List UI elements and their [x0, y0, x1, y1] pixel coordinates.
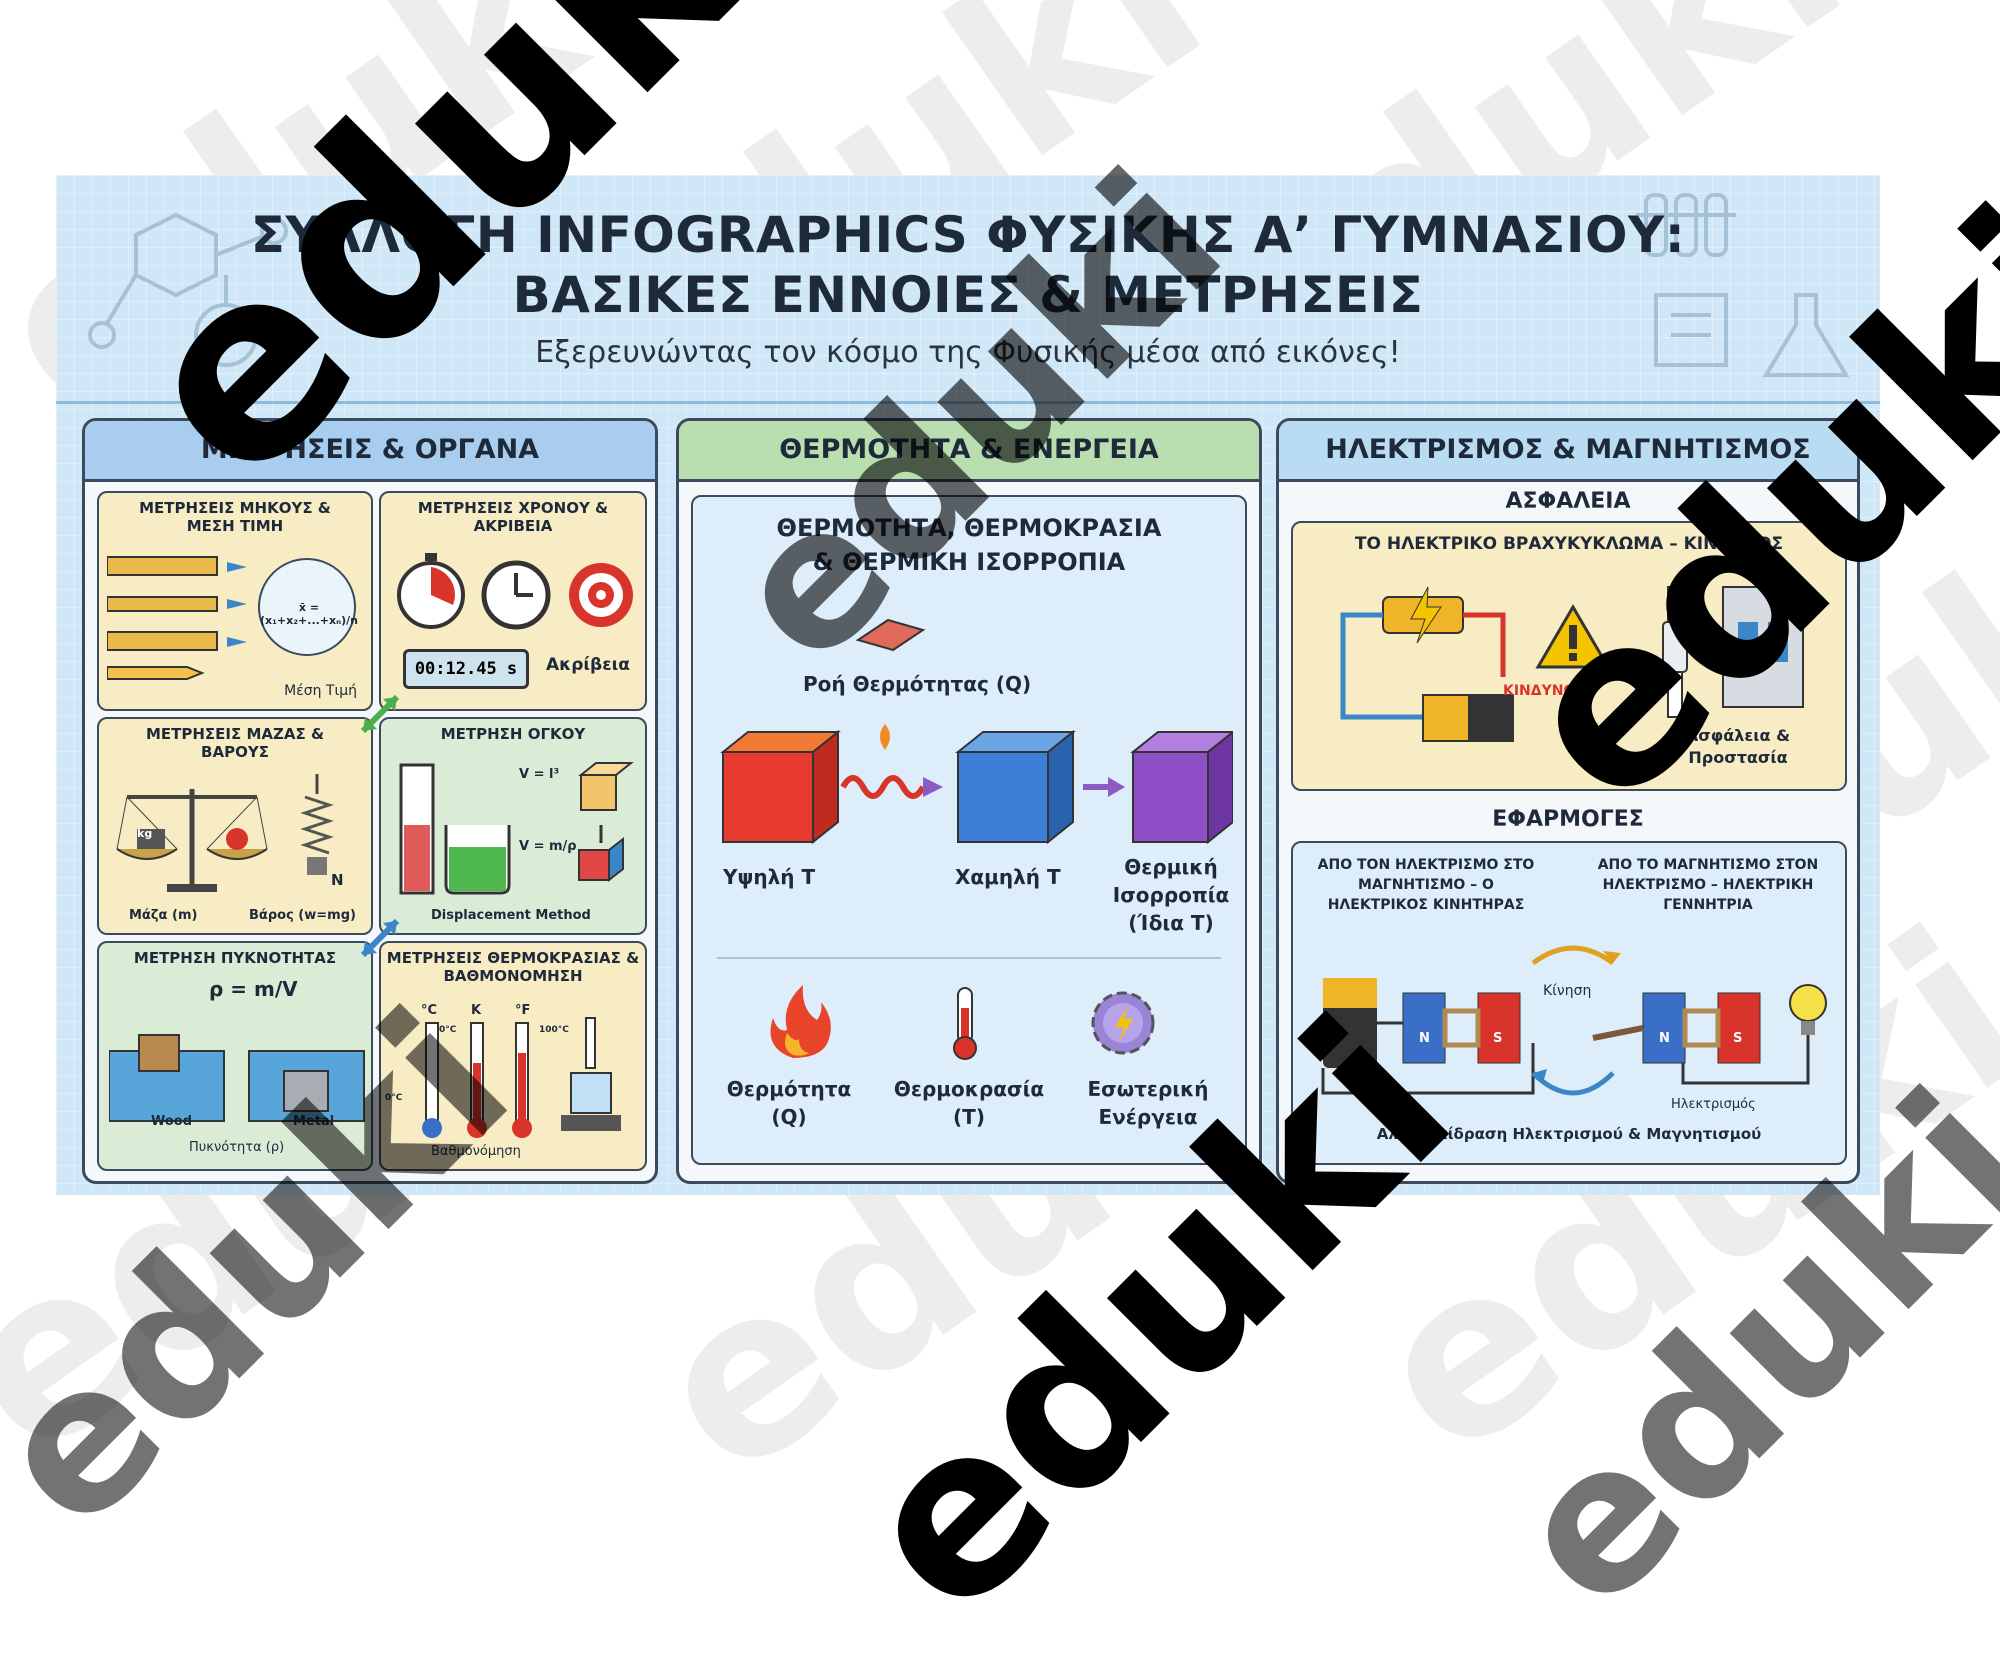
low-temp-label: Χαμηλή Τ	[955, 865, 1061, 889]
card-title: ΤΟ ΗΛΕΚΤΡΙΚΟ ΒΡΑΧΥΚΥΚΛΩΜΑ – ΚΙΝΔΥΝΟΣ	[1354, 534, 1784, 554]
card-title: ΜΕΤΡΗΣΕΙΣ ΜΑΖΑΣ & ΒΑΡΟΥΣ	[145, 725, 325, 761]
header-divider	[56, 401, 1880, 404]
celsius-label: °C	[421, 1003, 438, 1018]
card-heat-temperature: ΘΕΡΜΟΤΗΤΑ, ΘΕΡΜΟΚΡΑΣΙΑ & ΘΕΡΜΙΚΗ ΙΣΟΡΡΟΠ…	[691, 495, 1247, 1165]
card-title: ΜΕΤΡΗΣΕΙΣ ΜΗΚΟΥΣ & ΜΕΣΗ ΤΙΜΗ	[139, 499, 331, 535]
green-double-arrow-icon	[360, 694, 400, 734]
newton-label: N	[331, 871, 344, 889]
density-label: Πυκνότητα (ρ)	[189, 1140, 285, 1155]
column-heading: ΜΕΤΡΗΣΕΙΣ & ΟΡΓΑΝΑ	[85, 421, 655, 482]
high-temp-label: Υψηλή Τ	[723, 865, 816, 889]
blue-double-arrow-icon	[360, 918, 400, 958]
card-applications: ΑΠΟ ΤΟΝ ΗΛΕΚΤΡΙΣΜΟ ΣΤΟ ΜΑΓΝΗΤΙΣΜΟ – Ο ΗΛ…	[1291, 841, 1847, 1165]
mass-label: Μάζα (m)	[129, 908, 198, 923]
ruler-pencil-icon	[107, 556, 356, 680]
poster-header: ΣΥΛΛΟΓΗ INFOGRAPHICS ΦΥΣΙΚΗΣ Α’ ΓΥΜΝΑΣΙΟ…	[56, 175, 1880, 393]
infographic-poster: ΣΥΛΛΟΓΗ INFOGRAPHICS ΦΥΣΙΚΗΣ Α’ ΓΥΜΝΑΣΙΟ…	[56, 175, 1880, 1195]
card-title: ΘΕΡΜΟΤΗΤΑ, ΘΕΡΜΟΚΡΑΣΙΑ & ΘΕΡΜΙΚΗ ΙΣΟΡΡΟΠ…	[776, 514, 1162, 576]
interaction-label: Αλληλεπίδραση Ηλεκτρισμού & Μαγνητισμού	[1376, 1125, 1762, 1143]
poster-subtitle: Εξερευνώντας τον κόσμο της Φυσικής μέσα …	[535, 335, 1401, 370]
water-tank-icon	[109, 1034, 365, 1122]
card-temperature: ΜΕΤΡΗΣΕΙΣ ΘΕΡΜΟΚΡΑΣΙΑΣ & ΒΑΘΜΟΝΟΜΗΣΗ °C …	[379, 941, 647, 1171]
concept-icons	[770, 985, 1155, 1060]
displacement-label: Displacement Method	[431, 908, 591, 923]
fahrenheit-label: °F	[515, 1003, 531, 1018]
card-title: ΜΕΤΡΗΣΕΙΣ ΧΡΟΝΟΥ & ΑΚΡΙΒΕΙΑ	[417, 499, 609, 535]
balance-scale-icon	[116, 774, 334, 892]
electricity-label: Ηλεκτρισμός	[1671, 1097, 1756, 1112]
mean-value-label: Μέση Τιμή	[284, 683, 357, 699]
south-pole-label: S	[1493, 1031, 1503, 1046]
motor-generator-icon	[1321, 945, 1827, 1096]
graduated-cylinder-icon	[399, 762, 634, 895]
north-pole-label: N	[1419, 1031, 1430, 1046]
card-mass: ΜΕΤΡΗΣΕΙΣ ΜΑΖΑΣ & ΒΑΡΟΥΣ kg N Μάζα (m) Β…	[97, 717, 373, 935]
north-pole-label-2: N	[1659, 1031, 1670, 1046]
card-title: ΜΕΤΡΗΣΕΙΣ ΘΕΡΜΟΚΡΑΣΙΑΣ & ΒΑΘΜΟΝΟΜΗΣΗ	[386, 949, 640, 985]
zero-celsius-mark-2: 0°C	[385, 1093, 403, 1103]
heat-flow-label: Ροή Θερμότητας (Q)	[803, 672, 1032, 696]
hundred-celsius-mark: 100°C	[539, 1025, 569, 1035]
column-electricity-magnetism: ΗΛΕΚΤΡΙΣΜΟΣ & ΜΑΓΝΗΤΙΣΜΟΣ ΑΣΦΑΛΕΙΑ ΤΟ ΗΛ…	[1276, 418, 1860, 1184]
heat-plate-icon	[855, 618, 926, 652]
motor-label: ΑΠΟ ΤΟΝ ΗΛΕΚΤΡΙΣΜΟ ΣΤΟ ΜΑΓΝΗΤΙΣΜΟ – Ο ΗΛ…	[1317, 857, 1535, 913]
density-formula: ρ = m/V	[209, 977, 298, 1001]
card-time: ΜΕΤΡΗΣΕΙΣ ΧΡΟΝΟΥ & ΑΚΡΙΒΕΙΑ 00:12.45 s Α…	[379, 491, 647, 711]
safety-heading: ΑΣΦΑΛΕΙΑ	[1505, 489, 1631, 514]
stopwatch-display: 00:12.45 s	[403, 649, 529, 689]
volume-formula-density: V = m/ρ	[519, 839, 577, 854]
card-short-circuit: ΤΟ ΗΛΕΚΤΡΙΚΟ ΒΡΑΧΥΚΥΚΛΩΜΑ – ΚΙΝΔΥΝΟΣ ΚΙΝ…	[1291, 521, 1847, 791]
kg-tag: kg	[137, 827, 153, 840]
card-title: ΜΕΤΡΗΣΗ ΠΥΚΝΟΤΗΤΑΣ	[133, 949, 337, 967]
heat-label: Θερμότητα (Q)	[726, 1077, 852, 1129]
internal-energy-label: Εσωτερική Ενέργεια	[1087, 1077, 1209, 1129]
test-tubes-icon	[1636, 193, 1850, 377]
temperature-label: Θερμοκρασία (Τ)	[893, 1077, 1045, 1129]
column-heading: ΗΛΕΚΤΡΙΣΜΟΣ & ΜΑΓΝΗΤΙΣΜΟΣ	[1279, 421, 1857, 482]
column-heat-energy: ΘΕΡΜΟΤΗΤΑ & ΕΝΕΡΓΕΙΑ ΘΕΡΜΟΤΗΤΑ, ΘΕΡΜΟΚΡΑ…	[676, 418, 1262, 1184]
divider	[717, 957, 1221, 959]
weight-label: Βάρος (w=mg)	[249, 908, 356, 923]
motion-label: Κίνηση	[1543, 983, 1592, 999]
thermometers-icon	[422, 1017, 621, 1138]
metal-label: Metal	[293, 1114, 335, 1129]
column-heading: ΘΕΡΜΟΤΗΤΑ & ΕΝΕΡΓΕΙΑ	[679, 421, 1259, 482]
short-circuit-icon	[1340, 586, 1804, 742]
calibration-label: Βαθμονόμηση	[431, 1144, 521, 1159]
poster-title: ΣΥΛΛΟΓΗ INFOGRAPHICS ΦΥΣΙΚΗΣ Α’ ΓΥΜΝΑΣΙΟ…	[250, 206, 1686, 264]
card-density: ΜΕΤΡΗΣΗ ΠΥΚΝΟΤΗΤΑΣ ρ = m/V Wood Metal Πυ…	[97, 941, 373, 1171]
molecule-icon	[88, 212, 288, 367]
poster-title-line2: ΒΑΣΙΚΕΣ ΕΝΝΟΙΕΣ & ΜΕΤΡΗΣΕΙΣ	[512, 266, 1424, 324]
zero-celsius-mark: 0°C	[439, 1025, 457, 1035]
applications-heading: ΕΦΑΡΜΟΓΕΣ	[1492, 807, 1644, 832]
generator-label: ΑΠΟ ΤΟ ΜΑΓΝΗΤΙΣΜΟ ΣΤΟΝ ΗΛΕΚΤΡΙΣΜΟ – ΗΛΕΚ…	[1597, 857, 1819, 913]
card-title: ΜΕΤΡΗΣΗ ΟΓΚΟΥ	[440, 725, 586, 743]
stopwatch-clock-target-icon	[397, 553, 633, 630]
equilibrium-label: Θερμική Ισορροπία (Ίδια Τ)	[1112, 855, 1230, 935]
kelvin-label: K	[471, 1003, 482, 1018]
mean-formula: x̄ = (x₁+x₂+...+xₙ)/n	[259, 601, 359, 627]
heat-transfer-cubes-icon	[720, 724, 1233, 845]
wood-label: Wood	[151, 1114, 193, 1129]
accuracy-label: Ακρίβεια	[546, 655, 630, 675]
card-length: ΜΕΤΡΗΣΕΙΣ ΜΗΚΟΥΣ & ΜΕΣΗ ΤΙΜΗ x̄ = (x₁+x₂…	[97, 491, 373, 711]
card-volume: ΜΕΤΡΗΣΗ ΟΓΚΟΥ V = l³ V = m/ρ Displacemen…	[379, 717, 647, 935]
south-pole-label-2: S	[1733, 1031, 1743, 1046]
volume-formula-cube: V = l³	[519, 767, 560, 782]
danger-label: ΚΙΝΔΥΝΟΣ!	[1503, 683, 1592, 699]
protection-label: Ασφάλεια & Προστασία	[1685, 726, 1791, 767]
column-measurements: ΜΕΤΡΗΣΕΙΣ & ΟΡΓΑΝΑ ΜΕΤΡΗΣΕΙΣ ΜΗΚΟΥΣ & ΜΕ…	[82, 418, 658, 1184]
